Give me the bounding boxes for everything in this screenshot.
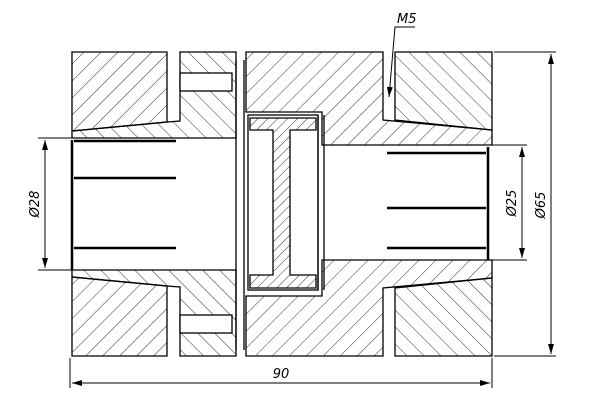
dim-overall-length: 90 (273, 367, 290, 382)
left-clamp-ring (71, 51, 237, 357)
bore-left (70, 139, 176, 270)
dim-thread: M5 (397, 12, 417, 27)
screw-left-top (179, 72, 233, 92)
dim-bore-right: Ø25 (505, 190, 520, 218)
elastic-spider (235, 60, 325, 350)
bore-right (387, 147, 490, 260)
dimension-lines (38, 26, 556, 388)
dim-bore-left: Ø28 (28, 191, 43, 219)
dim-outer-diameter: Ø65 (534, 192, 549, 220)
screw-left-bottom (179, 314, 233, 334)
left-hub (71, 51, 168, 357)
right-hub (394, 51, 493, 357)
